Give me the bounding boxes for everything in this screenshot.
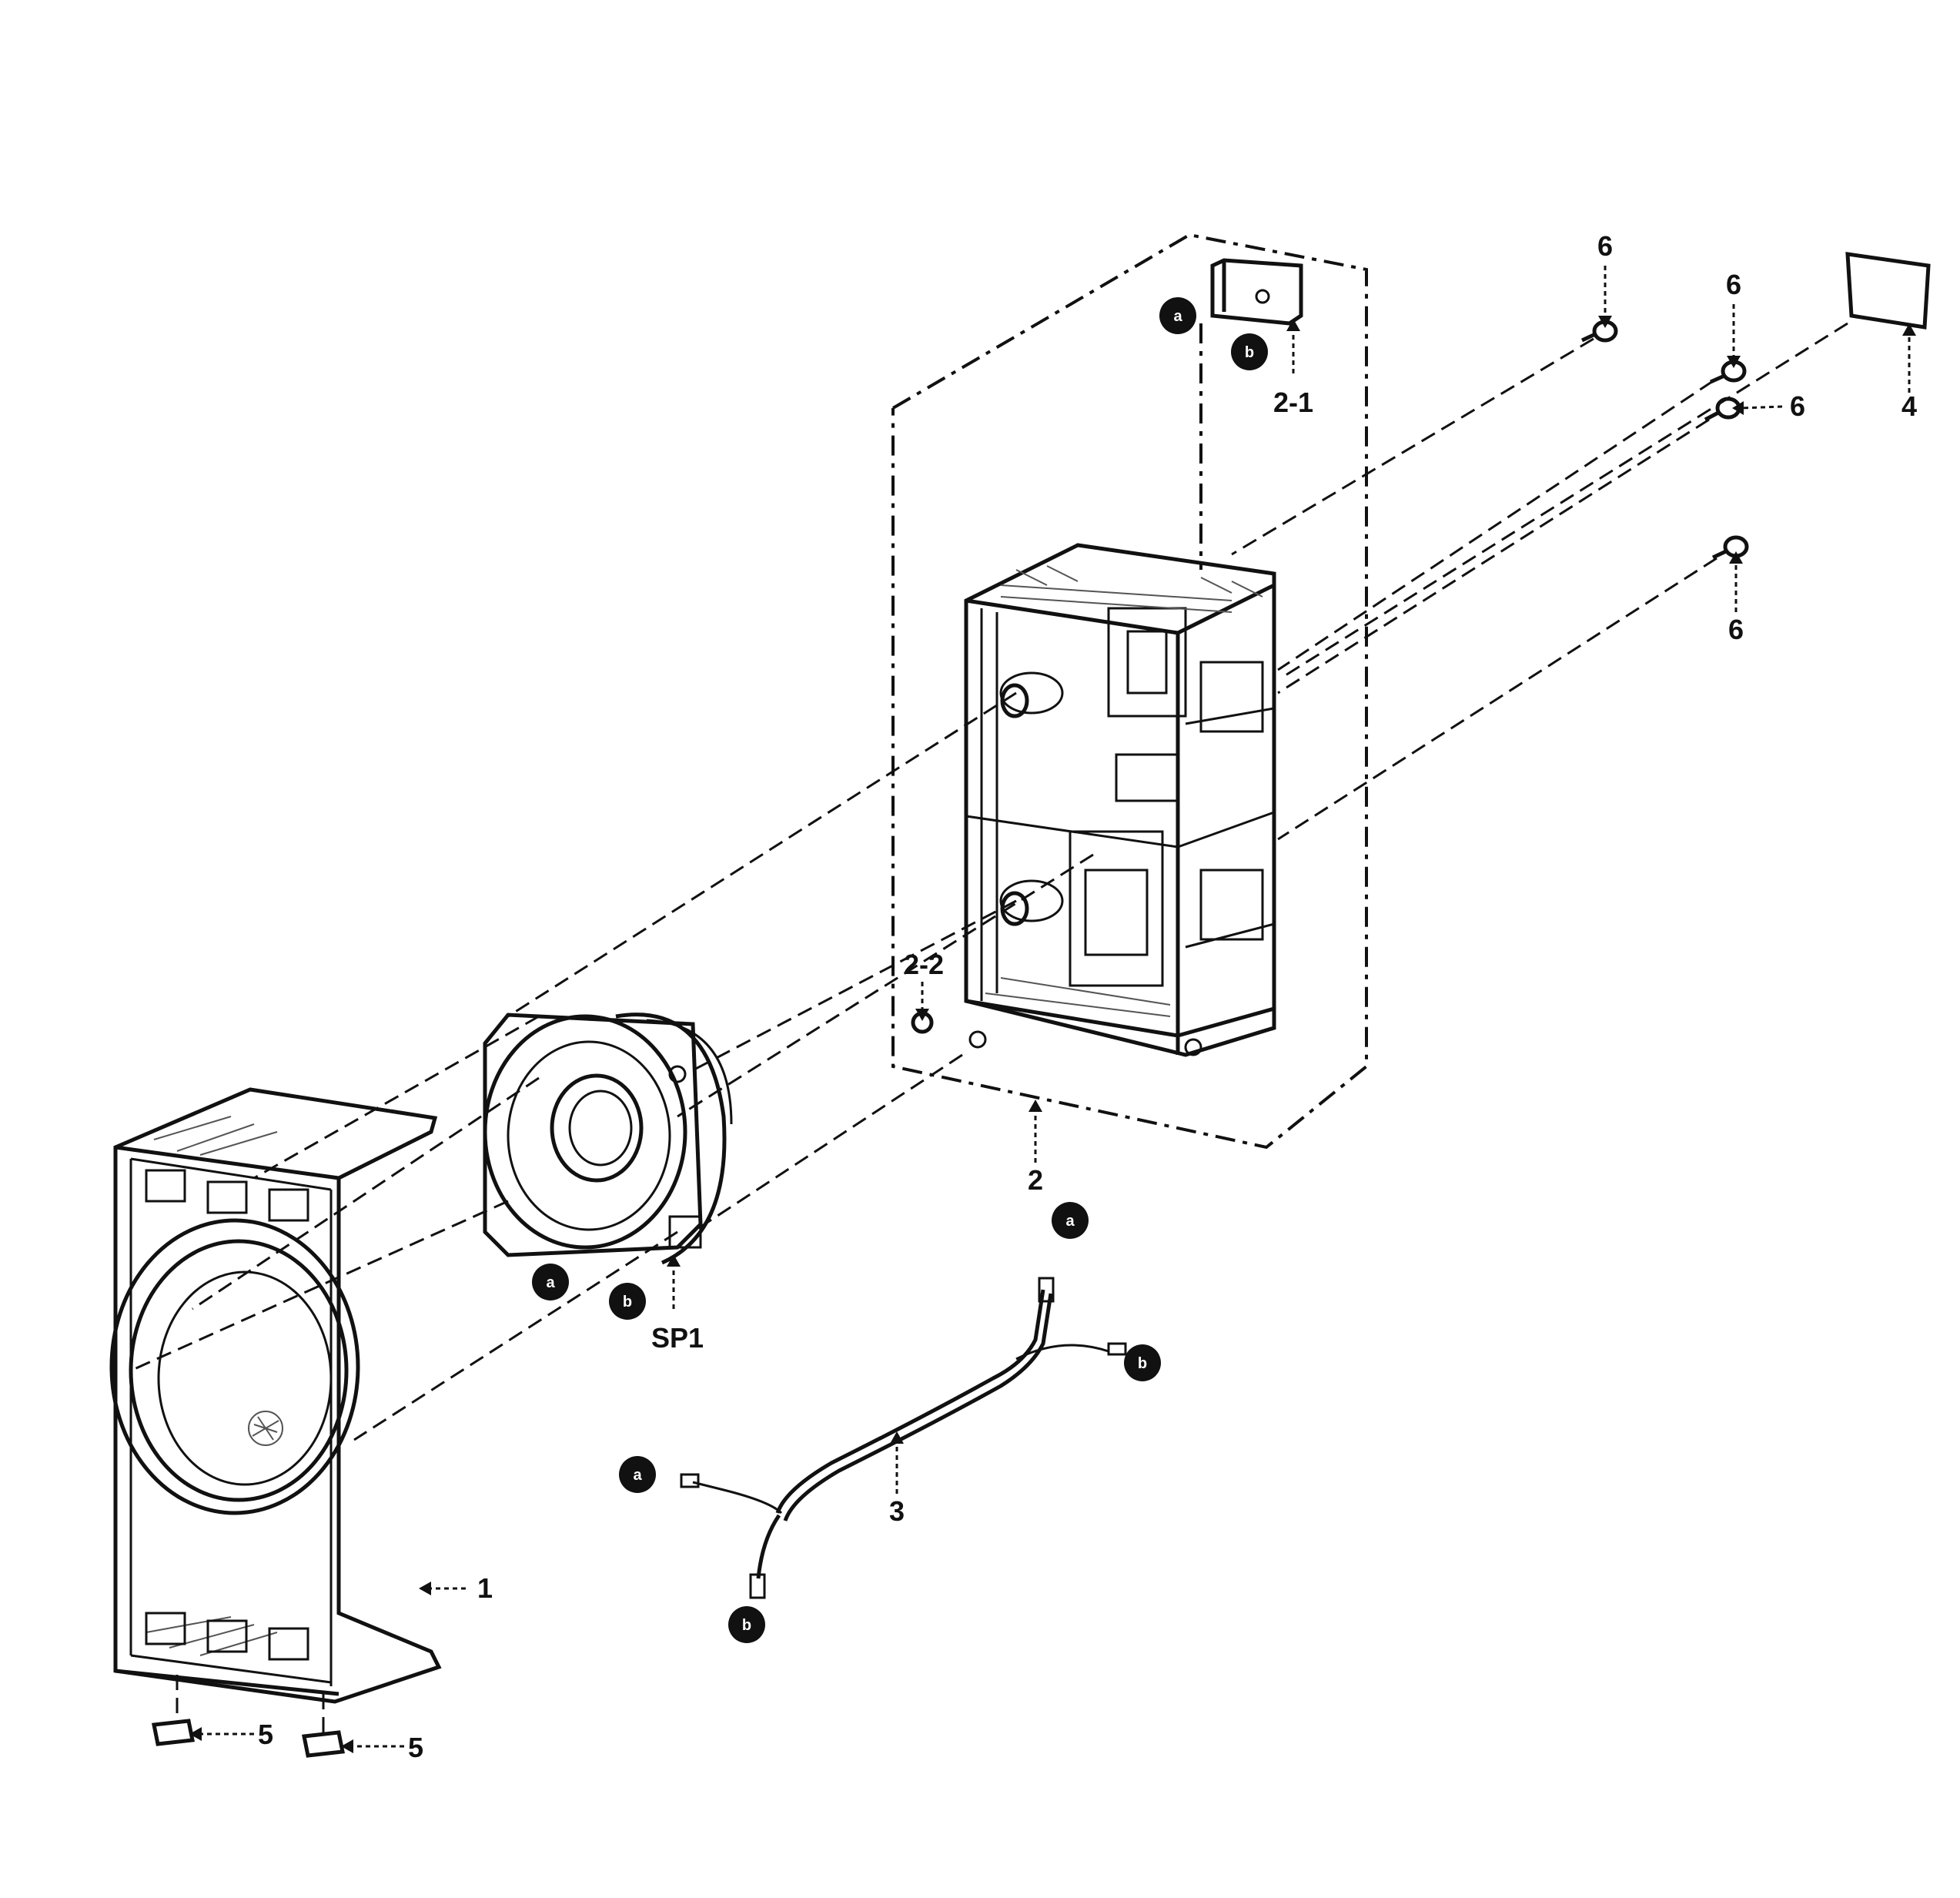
callout-part-2: 2	[1028, 1164, 1043, 1196]
label-plate-4	[1845, 252, 1931, 330]
callout-part-5-left: 5	[258, 1719, 273, 1750]
connector-dot-b-harness-right: b	[1124, 1344, 1161, 1381]
callout-part-6-top: 6	[1597, 230, 1613, 262]
svg-text:b: b	[1138, 1355, 1147, 1372]
connector-dot-a-harness-left: a	[619, 1456, 656, 1493]
connector-dot-a-speaker: a	[532, 1264, 569, 1300]
callout-part-6-third: 6	[1790, 390, 1805, 422]
callout-part-2-2: 2-2	[904, 949, 944, 980]
connector-dot-a-top: a	[1159, 297, 1196, 334]
cabinet-frame	[964, 543, 1276, 1057]
svg-text:a: a	[546, 1274, 555, 1291]
foot-5a	[152, 1675, 195, 1746]
svg-text:a: a	[1065, 1213, 1075, 1230]
connector-dot-b-speaker: b	[609, 1283, 646, 1320]
wire-harness	[680, 1277, 1127, 1599]
assembly-lines	[130, 322, 1848, 1441]
callout-part-1: 1	[477, 1572, 493, 1604]
svg-text:b: b	[1245, 344, 1254, 361]
connector-dot-b-harness-bottom: b	[728, 1606, 765, 1643]
callout-part-6-bottom: 6	[1728, 614, 1744, 645]
screw-6a	[1580, 320, 1618, 343]
foot-5b	[302, 1694, 345, 1758]
callout-sp1: SP1	[651, 1322, 704, 1354]
leader-arrows	[189, 266, 1916, 1753]
bracket-2-1	[1210, 258, 1303, 326]
connector-dot-a-harness-top: a	[1052, 1202, 1089, 1239]
callout-part-4: 4	[1901, 390, 1917, 422]
screw-6b	[1709, 360, 1747, 384]
callout-part-3: 3	[889, 1495, 905, 1527]
screw-6d	[1711, 535, 1749, 560]
part-2-assembly-boundary	[891, 233, 1368, 1150]
svg-text:a: a	[1173, 308, 1182, 325]
callout-part-5-right: 5	[408, 1732, 423, 1763]
callout-part-2-1: 2-1	[1273, 387, 1313, 418]
speaker-driver-sp1	[483, 1013, 733, 1265]
svg-text:b: b	[742, 1617, 751, 1634]
svg-text:b: b	[623, 1294, 632, 1311]
callout-part-6-second: 6	[1726, 269, 1741, 300]
connector-dot-b-top: b	[1231, 333, 1268, 370]
front-baffle	[109, 1087, 442, 1704]
svg-text:a: a	[633, 1467, 642, 1484]
